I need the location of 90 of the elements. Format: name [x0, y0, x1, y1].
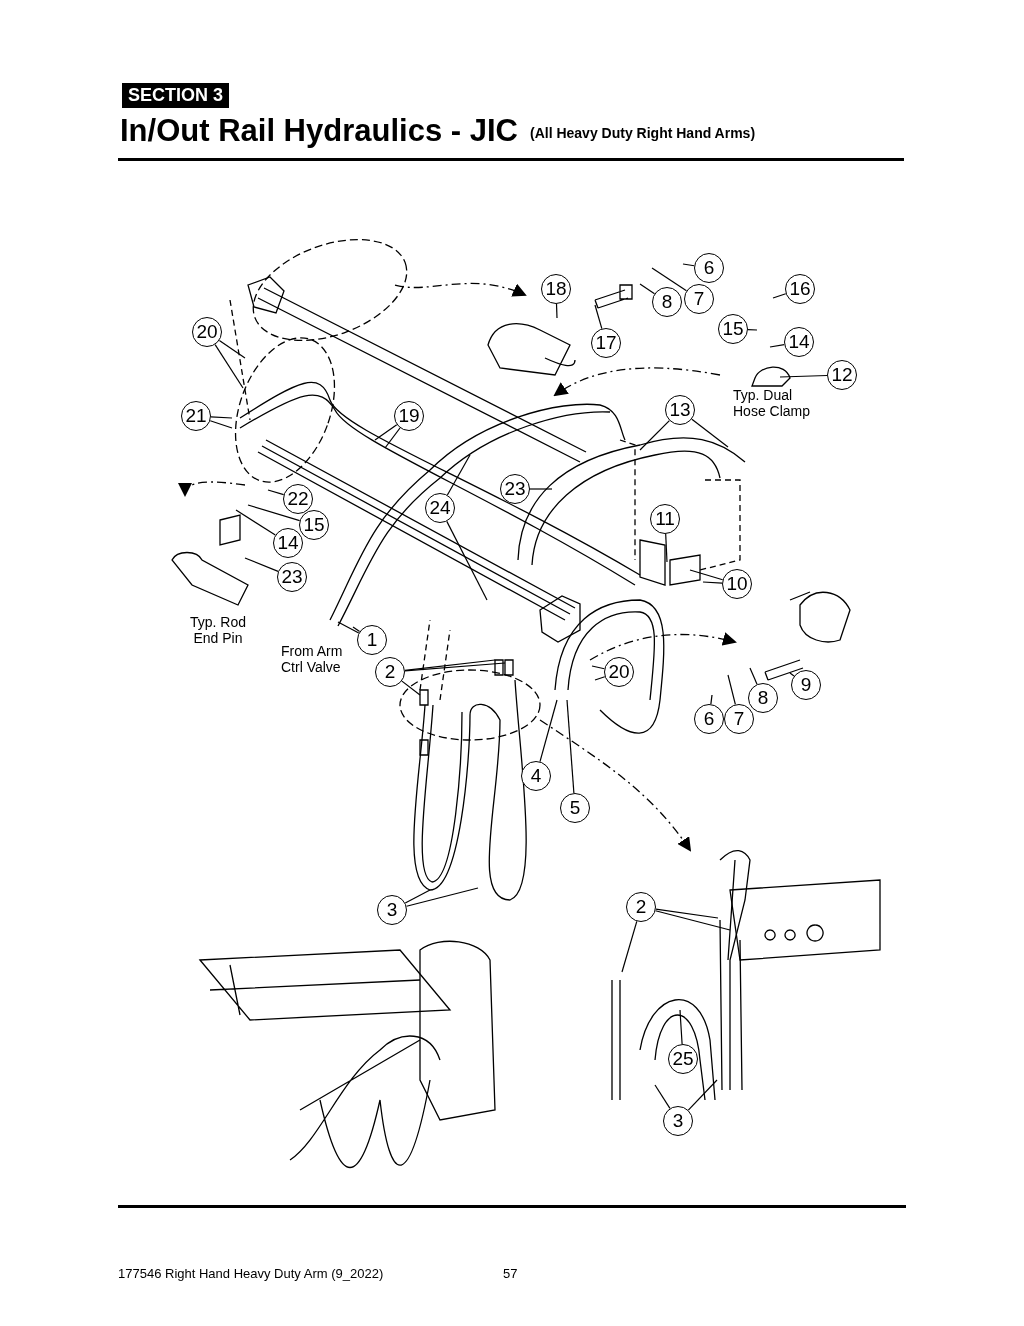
- leader-line: [404, 659, 496, 671]
- leader-line: [214, 344, 244, 389]
- callout-number: 25: [668, 1044, 698, 1074]
- callout-number: 11: [650, 504, 680, 534]
- callout-number: 18: [541, 274, 571, 304]
- callout-number: 16: [785, 274, 815, 304]
- leader-line: [654, 1084, 671, 1109]
- leader-line: [591, 665, 605, 670]
- leader-line: [779, 374, 828, 378]
- leader-line: [352, 626, 361, 633]
- leader-line: [529, 488, 553, 490]
- leader-line: [687, 1079, 718, 1111]
- callout-number: 2: [626, 892, 656, 922]
- leader-line: [405, 887, 479, 907]
- leader-line: [244, 557, 279, 572]
- callout-number: 24: [425, 493, 455, 523]
- leader-line: [710, 694, 713, 705]
- callout-number: 3: [663, 1106, 693, 1136]
- leader-line: [446, 454, 471, 496]
- leader-line: [374, 424, 398, 441]
- leader-line: [772, 293, 787, 299]
- leader-line: [247, 504, 301, 522]
- leader-line: [594, 676, 606, 681]
- leader-line: [789, 672, 795, 677]
- note-text: Typ. Rod End Pin: [189, 614, 247, 646]
- leader-line: [235, 509, 276, 536]
- leader-line: [384, 427, 401, 449]
- leader-line: [404, 662, 506, 672]
- callout-number: 14: [784, 327, 814, 357]
- leader-line: [210, 416, 233, 419]
- callout-number: 19: [394, 401, 424, 431]
- leader-line: [337, 621, 360, 634]
- leader-line: [555, 303, 558, 319]
- callout-number: 22: [283, 484, 313, 514]
- callout-number: 4: [521, 761, 551, 791]
- callout-number: 2: [375, 657, 405, 687]
- callout-number: 14: [273, 528, 303, 558]
- callout-number: 15: [718, 314, 748, 344]
- leader-line: [404, 889, 431, 904]
- note-text: From Arm Ctrl Valve: [281, 643, 344, 675]
- subtitle: (All Heavy Duty Right Hand Arms): [530, 125, 756, 141]
- leader-line: [747, 329, 758, 331]
- callout-number: 10: [722, 569, 752, 599]
- callout-number: 15: [299, 510, 329, 540]
- callout-number: 20: [192, 317, 222, 347]
- page-number: 57: [503, 1266, 518, 1281]
- callout-number: 21: [181, 401, 211, 431]
- leader-line: [727, 674, 736, 706]
- footer-text: 177546 Right Hand Heavy Duty Arm (9_2022): [118, 1266, 384, 1281]
- callout-number: 7: [724, 704, 754, 734]
- callout-number: 8: [748, 683, 778, 713]
- leader-line: [267, 489, 285, 496]
- leader-line: [749, 667, 758, 685]
- leader-line: [446, 520, 488, 601]
- callout-number: 9: [791, 670, 821, 700]
- callout-number: 7: [684, 284, 714, 314]
- callout-number: 23: [277, 562, 307, 592]
- callout-number: 8: [652, 287, 682, 317]
- leader-line: [401, 680, 421, 696]
- section-badge: SECTION 3: [122, 83, 230, 108]
- callout-number: 13: [665, 395, 695, 425]
- callout-number: 20: [604, 657, 634, 687]
- leader-line: [218, 339, 246, 359]
- callout-number: 6: [694, 253, 724, 283]
- leader-line: [651, 267, 688, 292]
- leader-line: [654, 910, 731, 931]
- leader-line: [566, 699, 575, 794]
- leader-line: [689, 569, 724, 581]
- leader-line: [702, 581, 723, 584]
- callout-number: 5: [560, 793, 590, 823]
- leader-line: [679, 1009, 683, 1045]
- callout-number: 23: [500, 474, 530, 504]
- page-title: In/Out Rail Hydraulics - JIC: [120, 113, 518, 149]
- callout-number: 3: [377, 895, 407, 925]
- leader-line: [665, 533, 668, 563]
- leader-line: [769, 343, 785, 348]
- leader-line: [621, 920, 638, 973]
- leader-line: [682, 263, 695, 267]
- note-text: Typ. Dual Hose Clamp: [733, 387, 812, 419]
- callout-number: 17: [591, 328, 621, 358]
- leader-line: [539, 699, 558, 763]
- leader-line: [594, 304, 603, 330]
- leader-line: [691, 418, 729, 448]
- leader-line: [639, 283, 656, 295]
- callout-number: 1: [357, 625, 387, 655]
- leader-line: [639, 420, 670, 451]
- callout-number: 6: [694, 704, 724, 734]
- callout-number: 12: [827, 360, 857, 390]
- leader-line: [655, 908, 719, 919]
- leader-line: [209, 420, 233, 429]
